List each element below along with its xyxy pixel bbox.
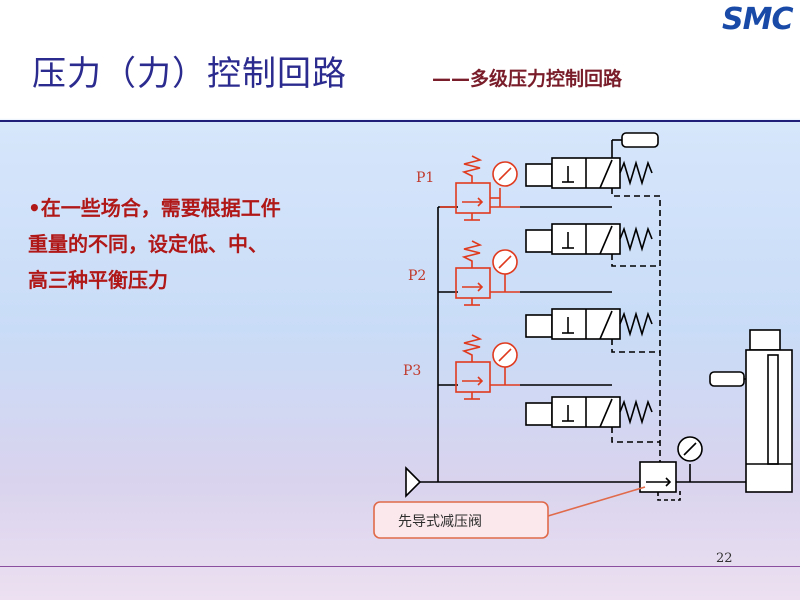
bullet-line-1: •在一些场合，需要根据工件	[28, 196, 281, 220]
directional-valve-2	[525, 223, 653, 255]
air-source-triangle	[405, 466, 422, 498]
pilot-reducing-valve	[639, 436, 746, 501]
directional-valve-4	[525, 396, 653, 428]
directional-valve-1	[525, 157, 653, 189]
smc-logo: SMC	[722, 2, 793, 37]
page-number: 22	[716, 551, 733, 566]
directional-valve-3	[525, 308, 653, 340]
label-p3: P3	[403, 363, 421, 379]
bullet-line-2: 重量的不同，设定低、中、	[28, 232, 268, 256]
valve-feed-lines	[520, 206, 612, 386]
page-title: 压力（力）控制回路	[32, 54, 347, 94]
muffler-top	[611, 132, 659, 158]
pilot-lines-dashed	[611, 188, 661, 468]
callout-pilot-reducing-valve: 先导式减压阀	[373, 486, 646, 539]
regulator-group-2	[455, 240, 520, 306]
footer-divider	[0, 566, 800, 567]
regulator-group-1	[440, 155, 520, 221]
logo-box	[678, 0, 796, 40]
page-subtitle: ——多级压力控制回路	[432, 68, 623, 90]
callout-label: 先导式减压阀	[398, 514, 482, 530]
label-p2: P2	[408, 268, 426, 284]
bullet-text: •在一些场合，需要根据工件 重量的不同，设定低、中、 高三种平衡压力	[28, 190, 428, 298]
header-divider	[0, 120, 800, 122]
bullet-line-3: 高三种平衡压力	[28, 268, 168, 292]
label-p1: P1	[416, 170, 434, 186]
regulator-group-3	[455, 334, 520, 400]
balancing-cylinder	[709, 329, 793, 493]
